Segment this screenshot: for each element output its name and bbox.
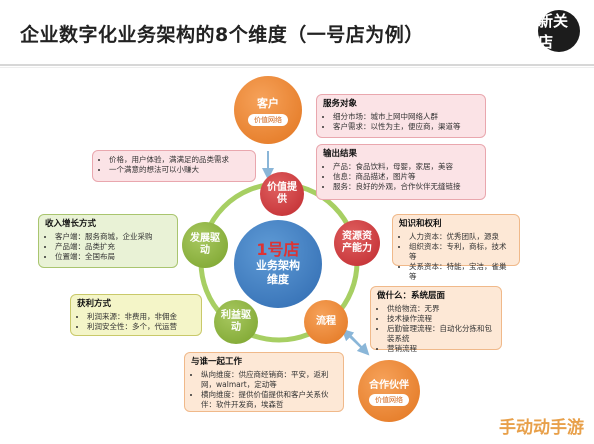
box-title: 收入增长方式 [45,219,97,229]
list-item: 供给物流：无界 [387,304,495,314]
center-line1: 业务架构 [256,259,300,272]
list-item: 组织资本：专利，商标，技术等 [409,242,513,262]
list-item: 价格，用户体验，满满足的品类需求 [109,155,249,165]
list-item: 技术操作流程 [387,314,495,324]
list-item: 横向维度：提供价值提供和客户关系伙伴：软件开发商，埃森哲 [201,390,337,410]
list-item: 一个满意的想法可以小赚大 [109,165,249,175]
divider [0,64,594,66]
box-output: 输出结果 产品：食品饮料，母婴，家居，美容 信息：商品描述，图片等 服务：良好的… [316,144,486,200]
list-item: 利润安全性：多个，代运营 [87,322,195,332]
list-item: 营销流程 [387,344,495,354]
center-line2: 维度 [267,273,289,286]
node-process: 流程 [304,300,348,344]
list-item: 产品端：品类扩充 [55,242,171,252]
box-title: 输出结果 [323,149,358,159]
node-resource: 资源资产能力 [334,220,380,266]
partner-title: 合作伙伴 [369,380,409,391]
box-title: 知识和权利 [399,219,442,229]
list-item: 服务：良好的外观，合作伙伴无缝链接 [333,182,479,192]
box-profit-way: 获利方式 利润来源：非费用，非佣金 利润安全性：多个，代运营 [70,294,202,336]
list-item: 纵向维度：供应商经销商：平安，返利网，walmart，定动等 [201,370,337,390]
list-item: 产品：食品饮料，母婴，家居，美容 [333,162,479,172]
box-do-what: 做什么：系统层面 供给物流：无界 技术操作流程 后勤管理流程：自动化分拣和包装系… [370,286,502,353]
list-item: 信息：商品描述，图片等 [333,172,479,182]
list-item: 客户端：服务商城，企业采购 [55,232,171,242]
list-item: 客户需求：以性为主，便应商，渠道等 [333,122,479,132]
customer-title: 客户 [257,96,279,110]
partner-node: 合作伙伴 价值网络 [358,360,420,422]
box-title: 与谁一起工作 [191,357,243,367]
box-work-with: 与谁一起工作 纵向维度：供应商经销商：平安，返利网，walmart，定动等 横向… [184,352,344,412]
box-service-object: 服务对象 细分市场：城市上网中网络人群 客户需求：以性为主，便应商，渠道等 [316,94,486,138]
customer-subtitle: 价值网络 [248,113,288,126]
box-knowledge: 知识和权利 人力资本：优秀团队，源泉 组织资本：专利，商标，技术等 关系资本：特… [392,214,520,281]
list-item: 人力资本：优秀团队，源泉 [409,232,513,242]
node-value: 价值提供 [260,172,304,216]
node-profit: 利益驱动 [214,300,258,344]
node-growth: 发展驱动 [182,222,228,268]
box-title: 做什么：系统层面 [377,291,446,301]
customer-node: 客户 价值网络 [234,76,302,144]
list-item: 细分市场：城市上网中网络人群 [333,112,479,122]
logo: 新关店 [538,10,580,52]
divider-light [0,67,594,68]
box-title: 获利方式 [77,299,112,309]
list-item: 后勤管理流程：自动化分拣和包装系统 [387,324,495,344]
list-item: 位置端：全国布局 [55,252,171,262]
partner-subtitle: 价值网络 [369,394,409,406]
watermark: 手动动手游 [499,418,584,438]
page-title: 企业数字化业务架构的8个维度（一号店为例） [20,24,424,46]
box-value-side: 价格，用户体验，满满足的品类需求 一个满意的想法可以小赚大 [92,150,256,182]
box-income-growth: 收入增长方式 客户端：服务商城，企业采购 产品端：品类扩充 位置端：全国布局 [38,214,178,268]
list-item: 利润来源：非费用，非佣金 [87,312,195,322]
center-circle: 1号店 业务架构 维度 [234,220,322,308]
box-title: 服务对象 [323,99,358,109]
center-brand: 1号店 [256,240,300,259]
list-item: 关系资本：特能，宝洁，雀巢等 [409,262,513,282]
